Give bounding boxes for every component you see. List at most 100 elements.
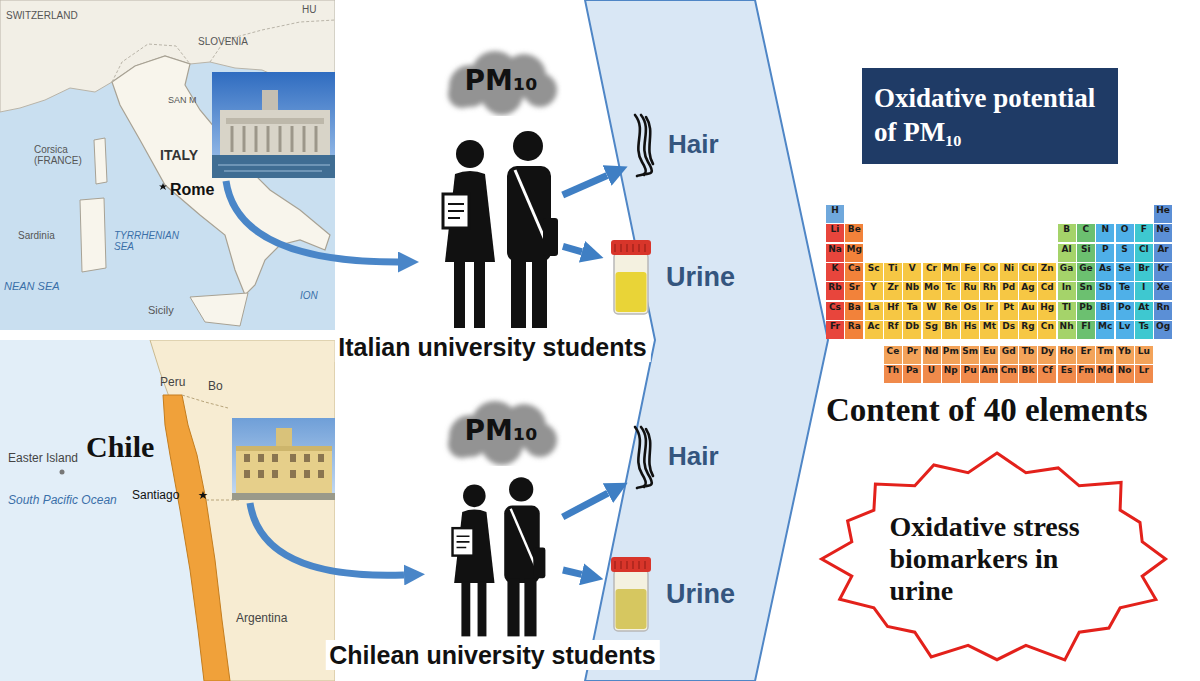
element-cell: Cs — [826, 302, 844, 320]
element-cell: Ho — [1058, 346, 1076, 364]
element-cell: Cu — [1019, 263, 1037, 281]
element-cell: La — [865, 302, 883, 320]
map-label: Rome — [170, 181, 214, 199]
element-cell: Sb — [1096, 282, 1114, 300]
people-icon — [513, 131, 543, 161]
element-cell: B — [1058, 224, 1076, 242]
building-photo — [212, 155, 335, 178]
element-cell: Co — [980, 263, 998, 281]
building-photo — [212, 72, 335, 178]
people-icon — [453, 477, 546, 636]
element-cell: Ni — [1000, 263, 1018, 281]
element-cell: Lu — [1135, 346, 1153, 364]
italy-map — [94, 138, 107, 184]
element-cell: Ar — [1154, 244, 1172, 262]
urine-cup-icon — [606, 555, 656, 635]
map-label: ION — [300, 290, 318, 301]
element-cell: Al — [1058, 244, 1076, 262]
element-cell: Pa — [903, 365, 921, 383]
chile-map — [150, 340, 335, 681]
element-cell: Dy — [1038, 346, 1056, 364]
curved-arrow — [250, 503, 404, 575]
element-cell: Kr — [1154, 263, 1172, 281]
element-cell: Mn — [942, 263, 960, 281]
element-cell: Bk — [1019, 365, 1037, 383]
chile-map — [199, 491, 208, 499]
map-label: Easter Island — [8, 452, 78, 465]
italy-map — [80, 198, 106, 272]
element-cell: Xe — [1154, 282, 1172, 300]
sample-label: Urine — [666, 579, 735, 610]
element-cell: Li — [826, 224, 844, 242]
element-cell: Hf — [884, 302, 902, 320]
element-cell: He — [1154, 205, 1172, 223]
student-group: Chilean university students — [425, 470, 560, 638]
element-cell: Sg — [923, 321, 941, 339]
hair-sample: Hair — [630, 110, 723, 180]
pollutant-label: PM₁₀ — [465, 66, 538, 97]
element-cell: Pt — [1000, 302, 1018, 320]
building-photo — [232, 418, 335, 500]
element-cell: H — [826, 205, 844, 223]
element-cell: Ba — [845, 302, 863, 320]
element-cell: Cm — [1000, 365, 1018, 383]
element-cell: Re — [942, 302, 960, 320]
element-cell: Hs — [961, 321, 979, 339]
group-caption: Chilean university students — [325, 640, 659, 670]
element-cell: Cn — [1038, 321, 1056, 339]
element-cell: Ru — [961, 282, 979, 300]
hair-icon — [635, 115, 653, 176]
element-cell: Na — [826, 244, 844, 262]
map-label: Bo — [208, 380, 223, 393]
element-cell: Sr — [845, 282, 863, 300]
people-icon — [463, 485, 486, 508]
element-cell: Ga — [1058, 263, 1076, 281]
urine-sample: Urine — [606, 553, 739, 637]
chile-map — [182, 395, 240, 500]
map-label: SAN M — [168, 96, 197, 106]
element-cell: K — [826, 263, 844, 281]
map-label: South Pacific Ocean — [8, 494, 117, 507]
people-icon — [524, 578, 536, 636]
map-label: SWITZERLAND — [6, 10, 78, 21]
element-cell: Mo — [923, 282, 941, 300]
document-icon — [443, 194, 469, 228]
hair-icon — [646, 117, 653, 164]
people-icon — [425, 122, 560, 330]
people-icon — [511, 256, 526, 328]
element-cell: Mg — [845, 244, 863, 262]
text-column: Hair — [668, 130, 719, 160]
building-photo — [236, 446, 332, 493]
element-cell: Ce — [884, 346, 902, 364]
starburst-callout: Oxidative stress biomarkers in urine — [815, 446, 1179, 672]
cloud-shape — [448, 51, 557, 115]
element-cell: O — [1116, 224, 1134, 242]
hair-icon — [630, 112, 658, 178]
text-column: Urine — [666, 262, 735, 293]
map-label: SLOVENIA — [198, 36, 248, 47]
sample-label: Urine — [666, 262, 735, 293]
pollutant-label: PM₁₀ — [465, 416, 538, 447]
element-cell: Hg — [1038, 302, 1056, 320]
element-cell: Rg — [1019, 321, 1037, 339]
urine-cup-icon — [611, 240, 651, 255]
element-cell: Ag — [1019, 282, 1037, 300]
element-cell: Ge — [1077, 263, 1095, 281]
element-cell: V — [903, 263, 921, 281]
sample-label: Hair — [668, 130, 719, 160]
element-cell: Os — [961, 302, 979, 320]
element-cell: Pd — [1000, 282, 1018, 300]
urine-cup-icon — [615, 561, 645, 569]
element-cell: Ta — [903, 302, 921, 320]
flow-arrow — [563, 246, 582, 252]
element-cell: Sc — [865, 263, 883, 281]
building-photo — [276, 428, 292, 446]
text-column: Oxidative stress biomarkers in urine — [890, 511, 1105, 608]
building-photo — [218, 165, 330, 171]
sample-label: Hair — [668, 442, 719, 472]
building-photo — [232, 493, 335, 500]
urine-cup-icon — [616, 589, 647, 629]
element-cell: Er — [1077, 346, 1095, 364]
hair-icon — [630, 424, 658, 490]
element-cell: Pm — [942, 346, 960, 364]
